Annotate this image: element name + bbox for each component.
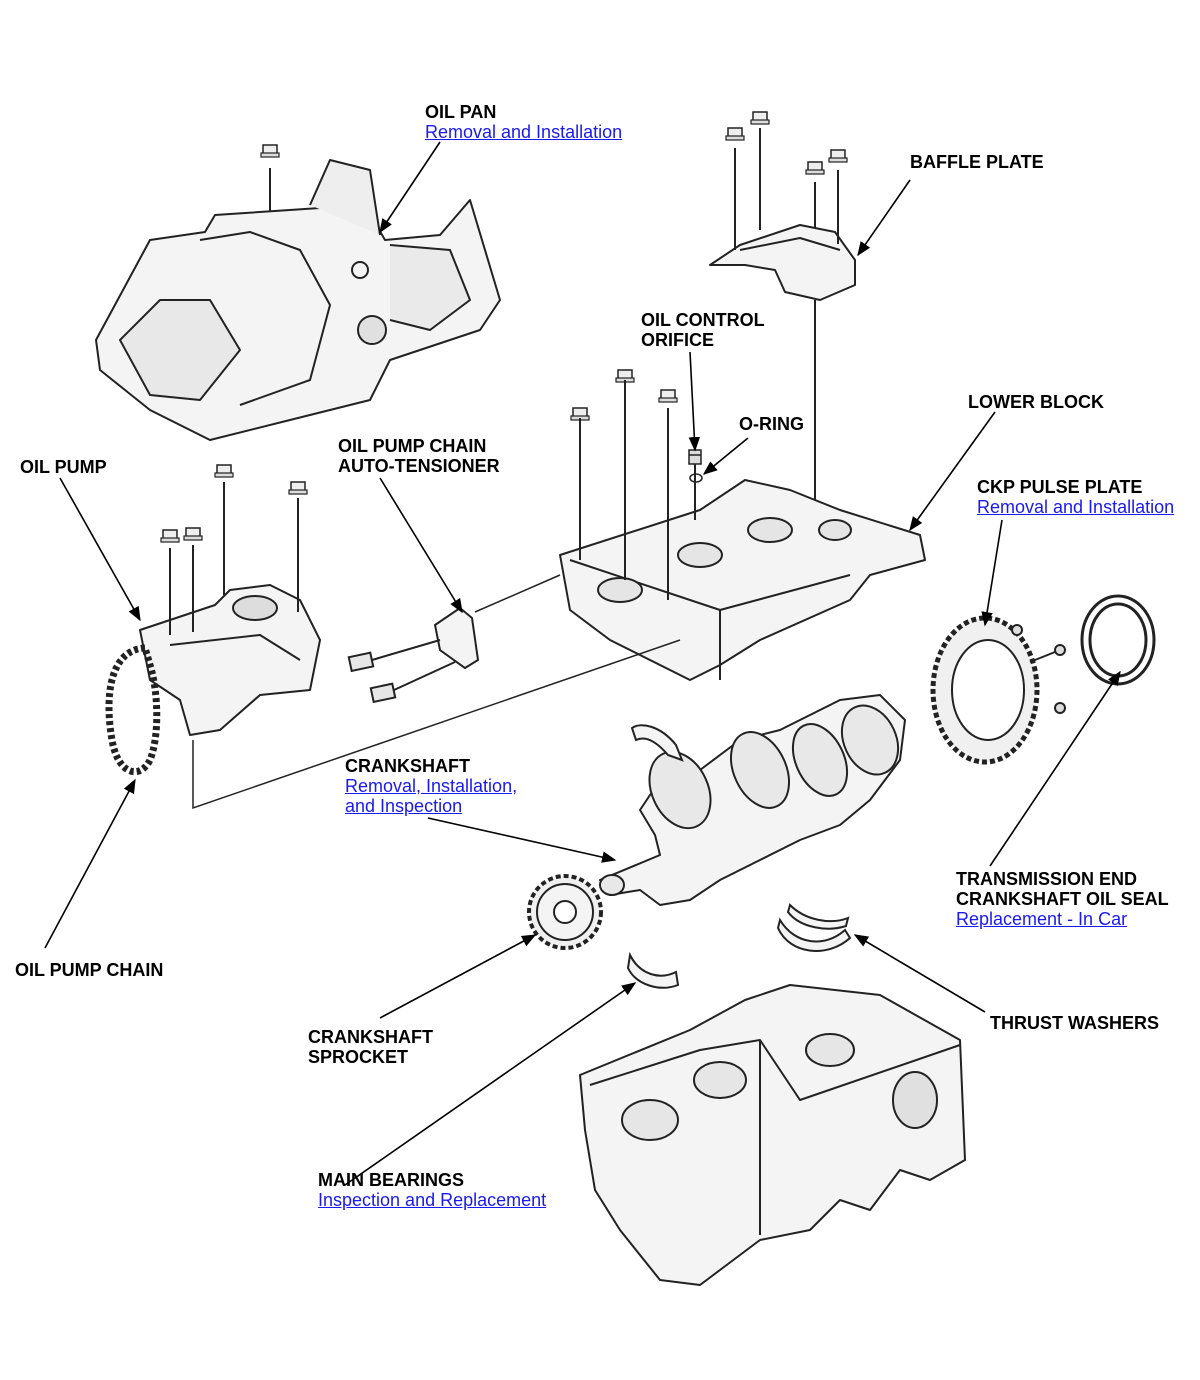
label-thrust-washers: THRUST WASHERS — [990, 1013, 1159, 1033]
label-oil-pump-chain-title: OIL PUMP CHAIN — [15, 960, 164, 980]
baffle-plate-part — [709, 128, 856, 545]
label-ckp-pulse-plate: CKP PULSE PLATE Removal and Installation — [977, 477, 1174, 517]
link-oil-pan-removal[interactable]: Removal and Installation — [425, 122, 623, 142]
o-ring-part — [689, 473, 703, 483]
arrow-crankshaft-sprocket — [379, 934, 537, 1019]
arrow-oil-pump-chain — [44, 778, 136, 949]
arrow-thrust-washers — [853, 934, 986, 1013]
thrust-washers-part — [776, 903, 852, 952]
label-lower-block-title: LOWER BLOCK — [968, 392, 1104, 412]
label-oil-pump-title: OIL PUMP — [20, 457, 107, 477]
oil-pump-bolt — [160, 529, 180, 543]
label-baffle-plate: BAFFLE PLATE — [910, 152, 1044, 172]
arrow-lower-block — [909, 411, 996, 532]
oil-pump-bolt — [214, 464, 234, 478]
lower-block-bolt — [658, 389, 678, 403]
crankshaft-part — [599, 694, 906, 906]
arrow-ckp-pulse-plate — [981, 519, 1003, 627]
label-transmission-seal-line1: TRANSMISSION END — [956, 869, 1138, 889]
arrow-baffle-plate — [857, 179, 911, 257]
label-baffle-plate-title: BAFFLE PLATE — [910, 152, 1044, 172]
baffle-plate-bolt — [750, 111, 770, 125]
label-crankshaft-sprocket-line2: SPROCKET — [308, 1047, 409, 1067]
crankshaft-sprocket-part — [527, 874, 603, 950]
arrow-auto-tensioner — [379, 477, 463, 614]
label-o-ring: O-RING — [739, 414, 804, 434]
oil-pan-part — [95, 159, 501, 441]
oil-pump-bolt — [288, 481, 308, 495]
oil-pump-part — [139, 482, 321, 736]
label-oil-pump-chain: OIL PUMP CHAIN — [15, 960, 163, 980]
label-ckp-pulse-plate-title: CKP PULSE PLATE — [977, 477, 1143, 497]
alignment-lines — [192, 574, 681, 810]
label-thrust-washers-title: THRUST WASHERS — [990, 1013, 1160, 1033]
baffle-plate-bolt — [828, 149, 848, 163]
link-ckp-pulse-plate-removal[interactable]: Removal and Installation — [977, 497, 1175, 517]
label-oil-control-orifice: OIL CONTROL ORIFICE — [641, 310, 765, 350]
arrow-oil-seal — [989, 670, 1121, 867]
label-oil-pump: OIL PUMP — [20, 457, 107, 477]
oil-pump-bolt — [183, 527, 203, 541]
oil-seal-part — [1080, 594, 1156, 686]
label-auto-tensioner-line2: AUTO-TENSIONER — [338, 456, 500, 476]
label-transmission-seal-line2: CRANKSHAFT OIL SEAL — [956, 889, 1169, 909]
label-crankshaft-title: CRANKSHAFT — [345, 756, 470, 776]
label-transmission-seal: TRANSMISSION END CRANKSHAFT OIL SEAL Rep… — [956, 869, 1169, 929]
label-auto-tensioner: OIL PUMP CHAIN AUTO-TENSIONER — [338, 436, 500, 476]
leader-arrows — [44, 141, 1121, 1186]
oil-pump-chain-part — [105, 644, 161, 775]
label-oil-pan: OIL PAN Removal and Installation — [425, 102, 622, 142]
link-crankshaft-line2[interactable]: and Inspection — [345, 796, 463, 816]
oil-pan-bolt — [260, 144, 280, 158]
arrow-o-ring — [702, 437, 749, 475]
cylinder-block-part — [579, 984, 966, 1286]
arrow-main-bearings — [344, 982, 637, 1186]
label-oil-control-orifice-line1: OIL CONTROL — [641, 310, 765, 330]
label-oil-control-orifice-line2: ORIFICE — [641, 330, 715, 350]
oil-control-orifice-part — [688, 449, 702, 465]
link-main-bearings-inspection[interactable]: Inspection and Replacement — [318, 1190, 547, 1210]
main-bearing-part — [626, 724, 684, 989]
label-main-bearings-title: MAIN BEARINGS — [318, 1170, 465, 1190]
baffle-plate-bolt — [725, 127, 745, 141]
arrow-oil-pan — [379, 141, 441, 234]
label-crankshaft: CRANKSHAFT Removal, Installation, and In… — [345, 756, 517, 816]
arrow-oil-control-orifice — [688, 351, 701, 452]
lower-block-part — [559, 395, 926, 681]
label-lower-block: LOWER BLOCK — [968, 392, 1104, 412]
label-crankshaft-sprocket: CRANKSHAFT SPROCKET — [308, 1027, 433, 1067]
arrow-oil-pump — [59, 477, 141, 622]
label-auto-tensioner-line1: OIL PUMP CHAIN — [338, 436, 487, 456]
label-main-bearings: MAIN BEARINGS Inspection and Replacement — [318, 1170, 546, 1210]
label-oil-pan-title: OIL PAN — [425, 102, 497, 122]
ckp-pulse-plate-part — [930, 615, 1066, 765]
arrow-crankshaft — [427, 817, 617, 863]
label-crankshaft-sprocket-line1: CRANKSHAFT — [308, 1027, 433, 1047]
link-transmission-seal-replacement[interactable]: Replacement - In Car — [956, 909, 1128, 929]
label-o-ring-title: O-RING — [739, 414, 804, 434]
baffle-plate-bolt — [805, 161, 825, 175]
auto-tensioner-part — [347, 606, 480, 704]
link-crankshaft-line1[interactable]: Removal, Installation, — [345, 776, 518, 796]
